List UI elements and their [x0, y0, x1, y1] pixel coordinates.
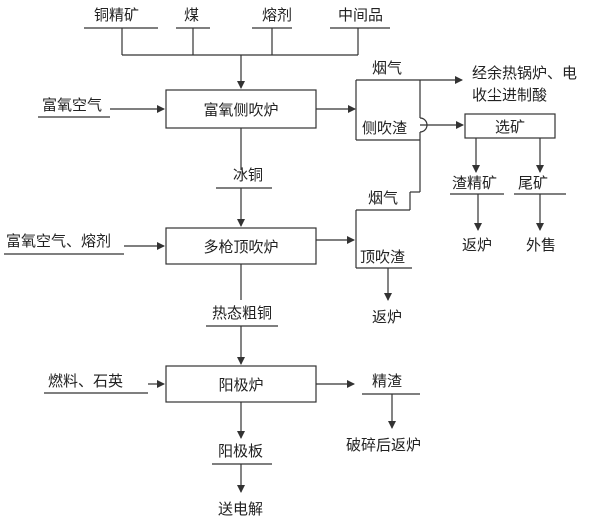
multi-lance-furnace-box [165, 227, 317, 265]
beneficiation-label: 选矿 [495, 118, 525, 136]
side-blow-furnace-label: 富氧侧吹炉 [203, 101, 278, 119]
gas-treatment-line2: 收尘进制酸 [472, 86, 547, 104]
flue-gas-2-label: 烟气 [368, 189, 398, 207]
side-slag-label: 侧吹渣 [362, 119, 407, 137]
input-oxygen-air-flux: 富氧空气、熔剂 [6, 232, 111, 250]
anode-furnace-box [165, 365, 317, 403]
flue-gas-1-label: 烟气 [372, 59, 402, 77]
refined-slag-label: 精渣 [372, 372, 402, 390]
input-copper-concentrate: 铜精矿 [94, 6, 139, 24]
tailings-label: 尾矿 [518, 174, 548, 192]
input-fuel-quartz: 燃料、石英 [48, 372, 123, 390]
slag-concentrate-label: 渣精矿 [452, 174, 497, 192]
hot-blister-label: 热态粗铜 [212, 304, 272, 322]
anode-furnace-label: 阳极炉 [218, 376, 263, 394]
anode-plate-label: 阳极板 [218, 442, 263, 460]
input-flux: 熔剂 [262, 6, 292, 24]
input-intermediate: 中间品 [338, 6, 383, 24]
external-sale-label: 外售 [526, 236, 556, 254]
crush-return-label: 破碎后返炉 [346, 436, 421, 454]
gas-treatment-line1: 经余热锅炉、电 [472, 64, 577, 82]
to-electrolysis-label: 送电解 [218, 500, 263, 518]
matte-label: 冰铜 [233, 166, 263, 184]
top-slag-return-label: 返炉 [372, 308, 402, 326]
beneficiation-box [464, 113, 556, 139]
multi-lance-furnace-label: 多枪顶吹炉 [203, 238, 278, 256]
input-coal: 煤 [184, 6, 199, 24]
return-1-label: 返炉 [462, 236, 492, 254]
top-slag-label: 顶吹渣 [360, 248, 405, 266]
input-oxygen-air-1: 富氧空气 [42, 96, 102, 114]
